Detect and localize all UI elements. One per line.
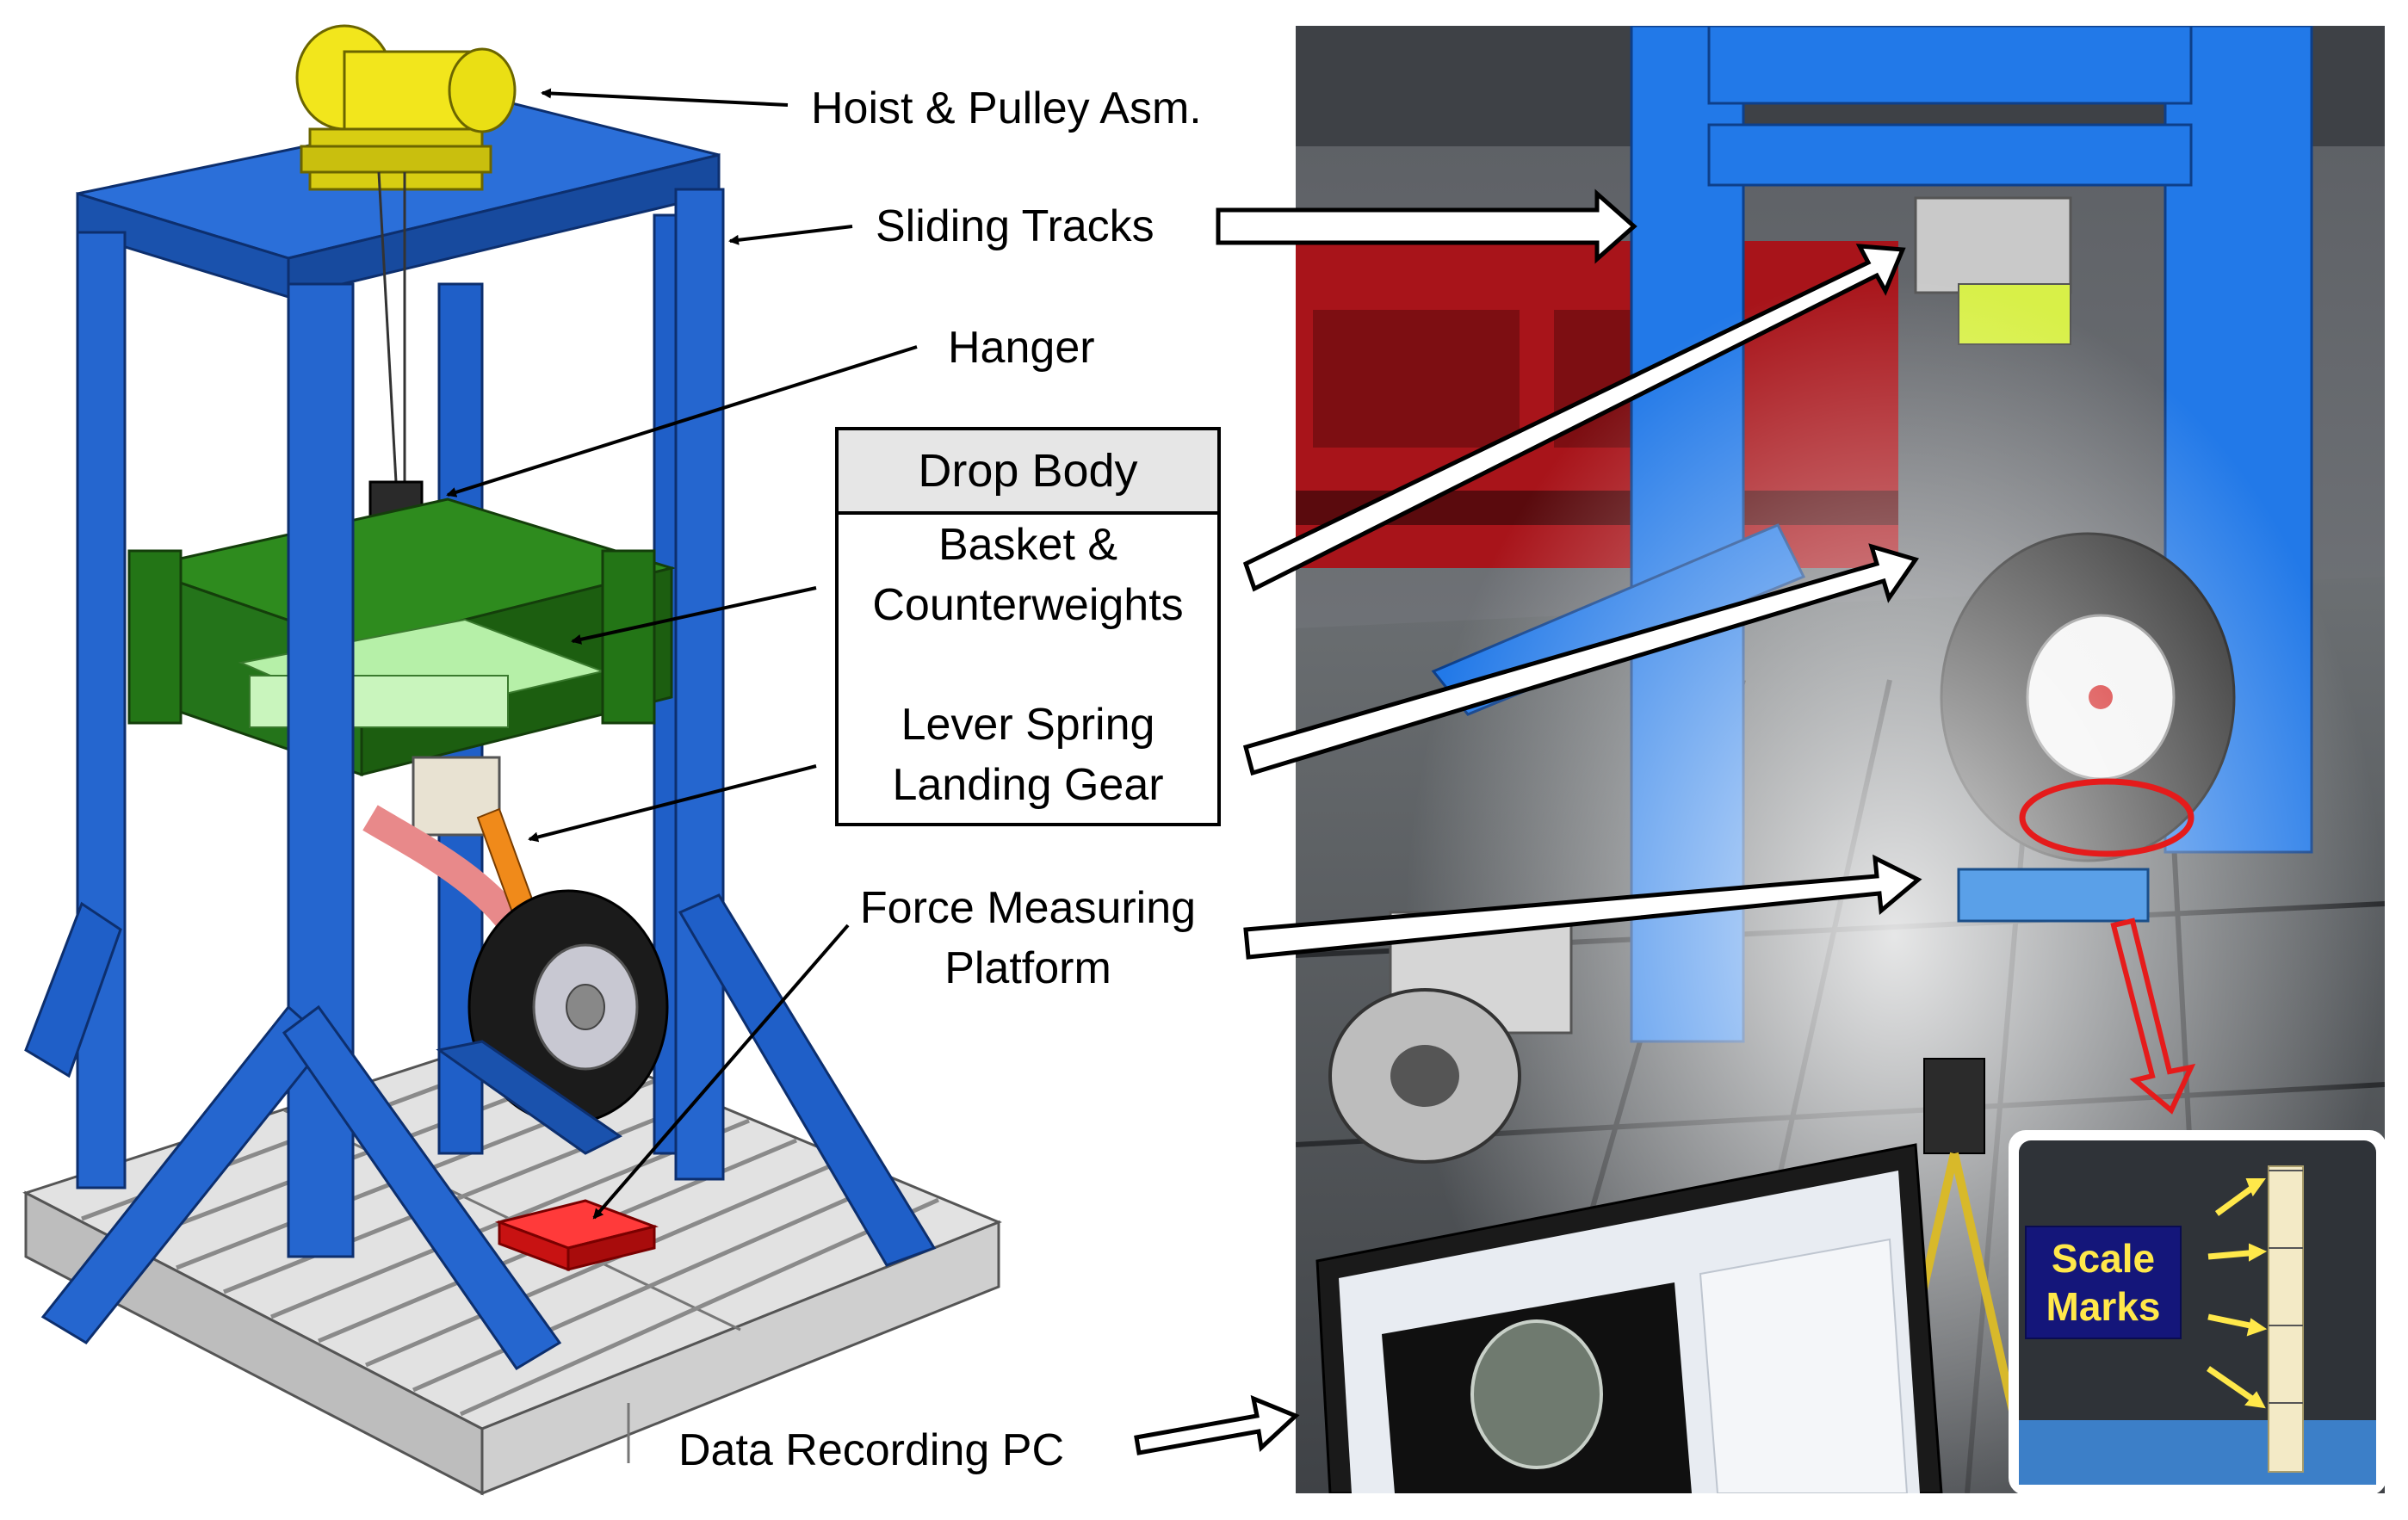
landing-gear — [362, 756, 669, 1125]
scale-label-line1: Scale — [2051, 1236, 2156, 1281]
platform-leader — [592, 924, 850, 1220]
scale-label-line2: Marks — [2046, 1284, 2161, 1329]
laptop — [1315, 1143, 1943, 1493]
hoist-pulley — [295, 24, 517, 191]
tracks-hollow-arrow — [1216, 188, 1637, 264]
drop-body-title: Drop Body — [839, 430, 1217, 515]
gear-hollow-arrow — [1242, 543, 1920, 776]
diagonal-braces — [24, 893, 937, 1371]
tracks-leader — [728, 225, 853, 245]
force-platform — [494, 1199, 659, 1272]
gear-label-line1: Lever Spring — [901, 700, 1155, 750]
pc-label: Data Recording PC — [678, 1425, 1064, 1475]
platform-hollow-arrow — [1243, 854, 1922, 960]
gear-leader — [528, 764, 817, 843]
basket-leader — [571, 586, 817, 645]
basket-hollow-arrow — [1242, 244, 1906, 592]
gear-label-line2: Landing Gear — [892, 760, 1164, 810]
hoist-leader — [541, 88, 789, 107]
contact-highlight-ellipse — [2019, 778, 2194, 857]
force-label-line2: Platform — [944, 943, 1111, 993]
cad-drop-test-rig — [22, 24, 1002, 1496]
red-arrow — [2110, 918, 2196, 1115]
force-label-line1: Force Measuring — [859, 883, 1197, 933]
hanger-leader — [446, 345, 918, 497]
scale-marks-label: Scale Marks — [2025, 1226, 2182, 1339]
basket-label-line1: Basket & — [938, 520, 1118, 570]
pc-hollow-arrow — [1134, 1394, 1300, 1455]
tracks-label: Sliding Tracks — [876, 201, 1154, 251]
hoist-label: Hoist & Pulley Asm. — [811, 83, 1202, 133]
drop-body-box: Drop Body — [835, 427, 1221, 826]
basket-label-line2: Counterweights — [872, 580, 1184, 630]
hanger-label: Hanger — [948, 323, 1095, 373]
